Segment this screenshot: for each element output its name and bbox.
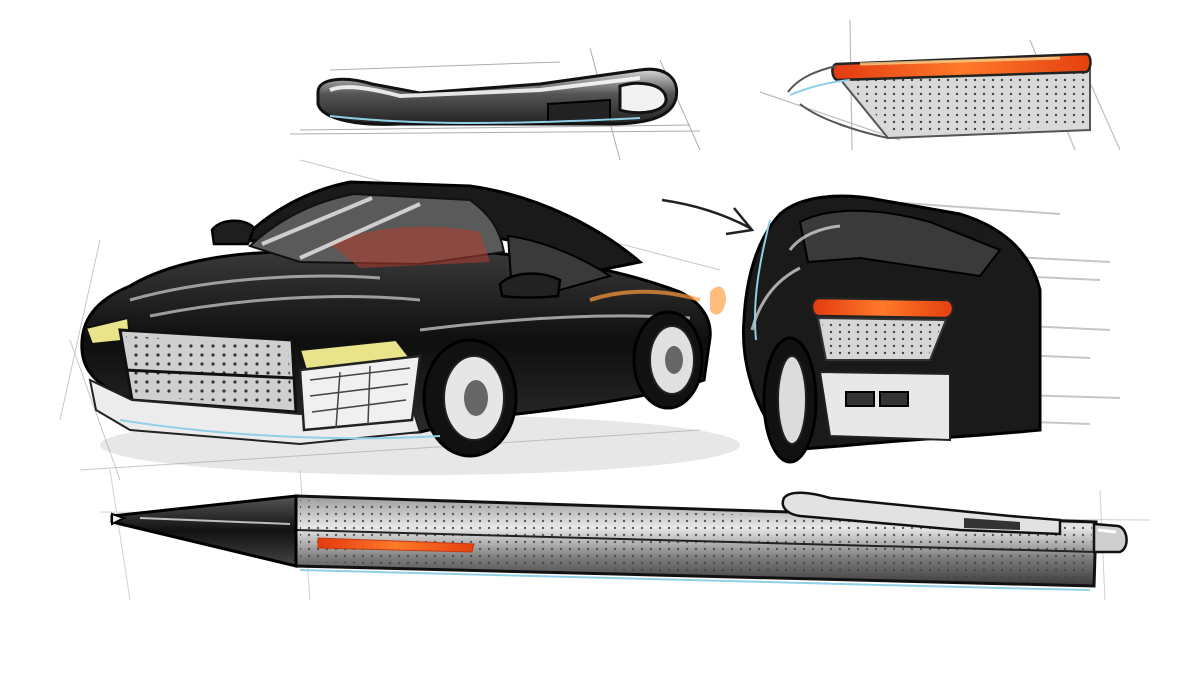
rear-taillight: [810, 296, 955, 320]
taillight-detail-sketch: [759, 19, 1121, 151]
pen-tip-point: [111, 512, 127, 526]
pen-blue-line: [299, 569, 1091, 591]
taillight-left-edge: [787, 65, 889, 139]
pen-orange-stripe: [317, 537, 475, 553]
clip-end: [618, 81, 668, 115]
pen-end-cap: [1092, 522, 1128, 554]
clip-blue-line: [329, 115, 641, 124]
rear-exhaust-right: [879, 391, 909, 407]
rear-exhaust-left: [845, 391, 875, 407]
car-side-intake: [298, 354, 422, 432]
rear-blue-edge: [753, 219, 771, 341]
pen-tip-highlight: [139, 517, 291, 525]
car-interior-red: [330, 226, 490, 268]
car-grille-dots: [126, 336, 292, 406]
rear-wheel: [762, 336, 818, 464]
taillight-blue-edge: [789, 79, 851, 96]
taillight-glow: [859, 56, 1061, 66]
rear-upper-panel: [798, 209, 1002, 278]
car-mirror: [498, 272, 562, 299]
clip-slot: [547, 98, 611, 124]
arrow-sketch: [661, 198, 755, 236]
pen-body-ridge: [295, 529, 1097, 553]
car-side-intake-grid: [309, 365, 411, 429]
car-hood-highlight: [129, 274, 421, 318]
pen-clip-slot: [964, 518, 1020, 530]
car-windshield-highlight: [261, 196, 421, 260]
pen-end-highlight: [1097, 528, 1117, 534]
arrow-head: [725, 207, 755, 236]
sports-car-sketch: [59, 159, 740, 481]
pen-clip-sketch: [289, 47, 701, 161]
ballpoint-pen-sketch: [99, 469, 1151, 601]
pen-tip: [110, 494, 298, 568]
car-grille-bar: [123, 368, 295, 380]
car-side-blade: [589, 289, 701, 302]
clip-highlight: [329, 76, 641, 99]
arrow-line: [661, 198, 751, 230]
car-rear-wheel: [632, 310, 704, 410]
car-left-mirror: [210, 219, 256, 246]
taillight-dots: [845, 72, 1085, 134]
rear-panel-dots: [822, 322, 942, 356]
rear-orange-glow: [710, 286, 726, 315]
clip-hatching: [289, 47, 701, 161]
car-front-wheel: [422, 338, 518, 458]
car-rear-detail-sketch: [710, 194, 1121, 464]
car-blue-reflection: [119, 419, 441, 440]
